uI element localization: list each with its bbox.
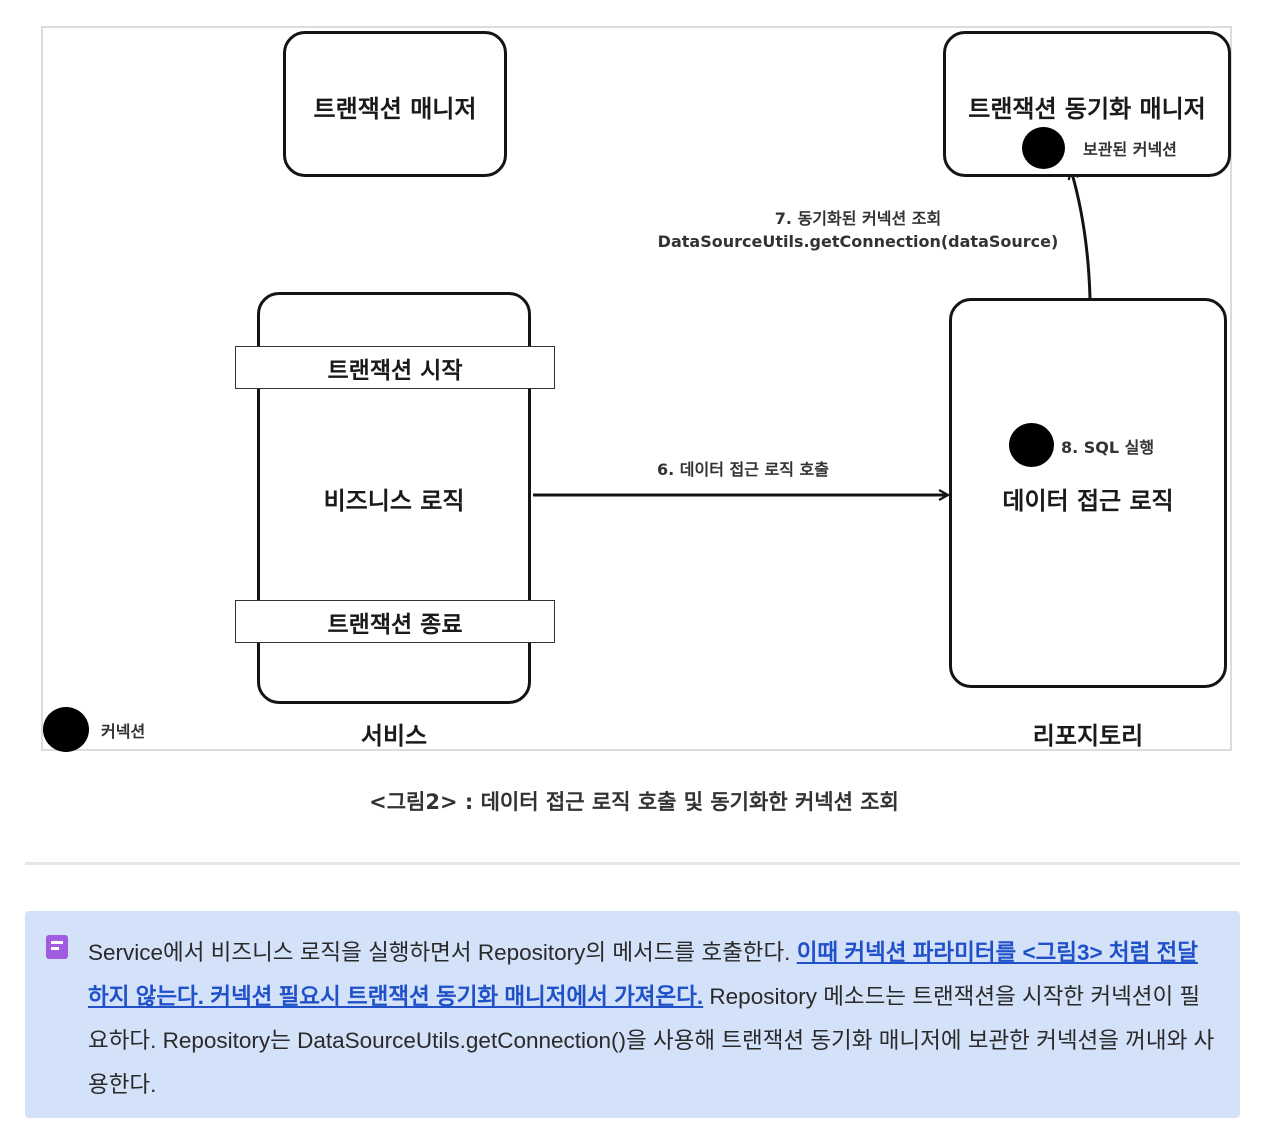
step6-label: 6. 데이터 접근 로직 호출: [657, 460, 829, 479]
sql-connection-dot-icon: [1009, 423, 1054, 467]
legend-connection-icon: [43, 707, 89, 752]
tx-manager-box: 트랜잭션 매니저: [283, 31, 507, 177]
divider: [25, 862, 1240, 865]
tx-end-bar: 트랜잭션 종료: [235, 600, 555, 643]
legend-connection-label: 커넥션: [101, 722, 146, 741]
repository-box: [949, 298, 1227, 688]
step7-label: 7. 동기화된 커넥션 조회: [774, 209, 942, 228]
connection-dot-icon: [1022, 127, 1065, 169]
repository-label: 리포지토리: [1032, 722, 1144, 750]
lookup-arrow: [1071, 170, 1092, 299]
business-logic-label: 비즈니스 로직: [323, 487, 465, 515]
diagram-figure: 트랜잭션 매니저 트랜잭션 동기화 매니저 보관된 커넥션 7. 동기화된 커넥…: [41, 26, 1232, 752]
data-access-logic-label: 데이터 접근 로직: [1002, 487, 1174, 515]
note-highlight: 이때 커넥션 파라미터를 <그림3> 처럼 전달하지 않는다. 커넥션 필요시 …: [88, 940, 1198, 1009]
diagram-arrows: [533, 28, 1092, 749]
note-part1: Service에서 비즈니스 로직을 실행하면서 Repository의 메서드…: [88, 940, 797, 965]
note-text: Service에서 비즈니스 로직을 실행하면서 Repository의 메서드…: [88, 931, 1218, 1107]
note-callout: Service에서 비즈니스 로직을 실행하면서 Repository의 메서드…: [25, 911, 1240, 1118]
tx-manager-label: 트랜잭션 매니저: [313, 95, 477, 123]
note-icon: [46, 935, 68, 959]
tx-start-bar: 트랜잭션 시작: [235, 346, 555, 389]
tx-sync-manager-label: 트랜잭션 동기화 매니저: [968, 95, 1206, 123]
note-part2: Repository 메소드는 트랜잭션을 시작한 커넥션이 필요하다. Rep…: [88, 984, 1215, 1097]
step8-label: 8. SQL 실행: [1061, 438, 1155, 457]
figure-caption: <그림2> : 데이터 접근 로직 호출 및 동기화한 커넥션 조회: [369, 790, 899, 814]
stored-connection-label: 보관된 커넥션: [1083, 140, 1177, 159]
step7-method: DataSourceUtils.getConnection(dataSource…: [657, 232, 1059, 251]
tx-sync-manager-box: 트랜잭션 동기화 매니저: [943, 31, 1231, 177]
service-label: 서비스: [360, 722, 428, 750]
